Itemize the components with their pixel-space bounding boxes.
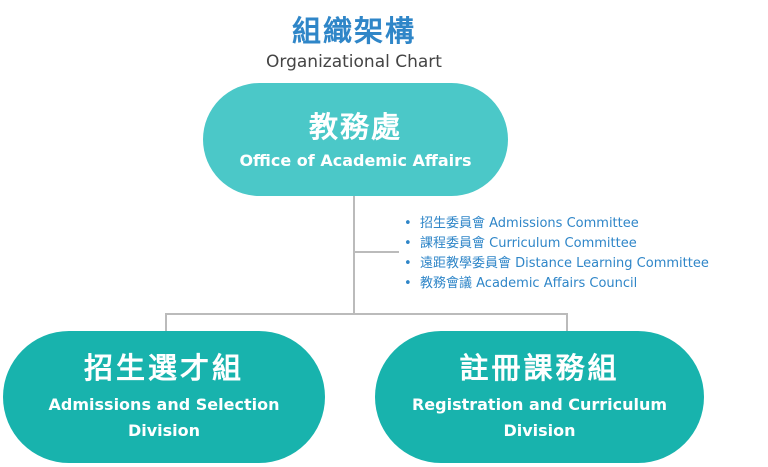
committee-list: • 招生委員會 Admissions Committee • 課程委員會 Curri… [404,214,709,294]
committee-label: 教務會議 Academic Affairs Council [420,276,638,291]
bullet-icon: • [404,236,412,251]
bullet-icon: • [404,256,412,271]
admissions-division-node: 招生選才組 Admissions and Selection Division [3,331,325,463]
committee-label: 遠距教學委員會 Distance Learning Committee [420,256,709,271]
registration-division-node: 註冊課務組 Registration and Curriculum Divisi… [375,331,704,463]
chart-title: 組織架構 [291,14,416,48]
list-item: • 招生委員會 Admissions Committee [404,214,709,234]
division-name-en: Registration and Curriculum Division [411,395,668,440]
list-item: • 遠距教學委員會 Distance Learning Committee [404,254,709,274]
division-name-zh: 招生選才組 [83,351,244,385]
list-item: • 課程委員會 Curriculum Committee [404,234,709,254]
chart-subtitle: Organizational Chart [266,52,442,72]
office-name-zh: 教務處 [308,110,402,144]
division-name-en: Admissions and Selection Division [48,395,280,440]
committee-label: 招生委員會 Admissions Committee [420,216,639,231]
division-name-zh: 註冊課務組 [459,351,620,385]
office-name-en: Office of Academic Affairs [239,151,472,170]
bullet-icon: • [404,216,412,231]
office-academic-affairs-node: 教務處 Office of Academic Affairs [203,83,508,196]
committee-label: 課程委員會 Curriculum Committee [420,236,637,251]
list-item: • 教務會議 Academic Affairs Council [404,274,709,294]
bullet-icon: • [404,276,412,291]
